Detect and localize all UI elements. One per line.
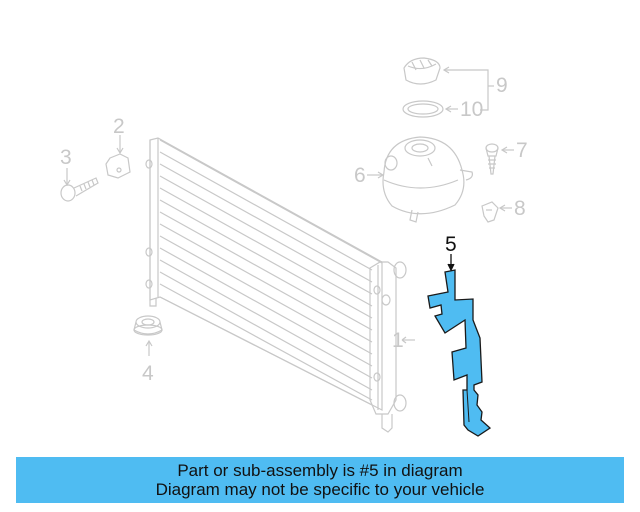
- banner-line-disclaimer: Diagram may not be specific to your vehi…: [155, 480, 485, 499]
- callout-3[interactable]: 3: [60, 146, 72, 169]
- callout-2[interactable]: 2: [113, 115, 125, 138]
- screw-icon: [60, 168, 99, 202]
- radiator-icon: [145, 137, 407, 433]
- seal-ring-icon: [402, 100, 458, 118]
- callout-6[interactable]: 6: [354, 164, 366, 187]
- coolant-reservoir-icon: [367, 136, 473, 223]
- callout-5[interactable]: 5: [445, 233, 457, 256]
- callout-8[interactable]: 8: [514, 197, 526, 220]
- info-banner: Part or sub-assembly is #5 in diagram Di…: [16, 457, 624, 503]
- callout-7[interactable]: 7: [516, 139, 528, 162]
- banner-line-part: Part or sub-assembly is #5 in diagram: [177, 461, 463, 480]
- air-guide-highlighted-icon: [427, 254, 492, 437]
- bracket-icon: [105, 135, 131, 179]
- reservoir-cap-icon: [403, 57, 494, 111]
- callout-4[interactable]: 4: [142, 362, 154, 385]
- bolt-icon: [485, 143, 514, 175]
- rubber-mount-icon: [133, 315, 163, 356]
- callout-10[interactable]: 10: [460, 98, 484, 121]
- clip-nut-icon: [481, 201, 512, 223]
- callout-9[interactable]: 9: [496, 74, 508, 97]
- callout-1[interactable]: 1: [392, 329, 404, 352]
